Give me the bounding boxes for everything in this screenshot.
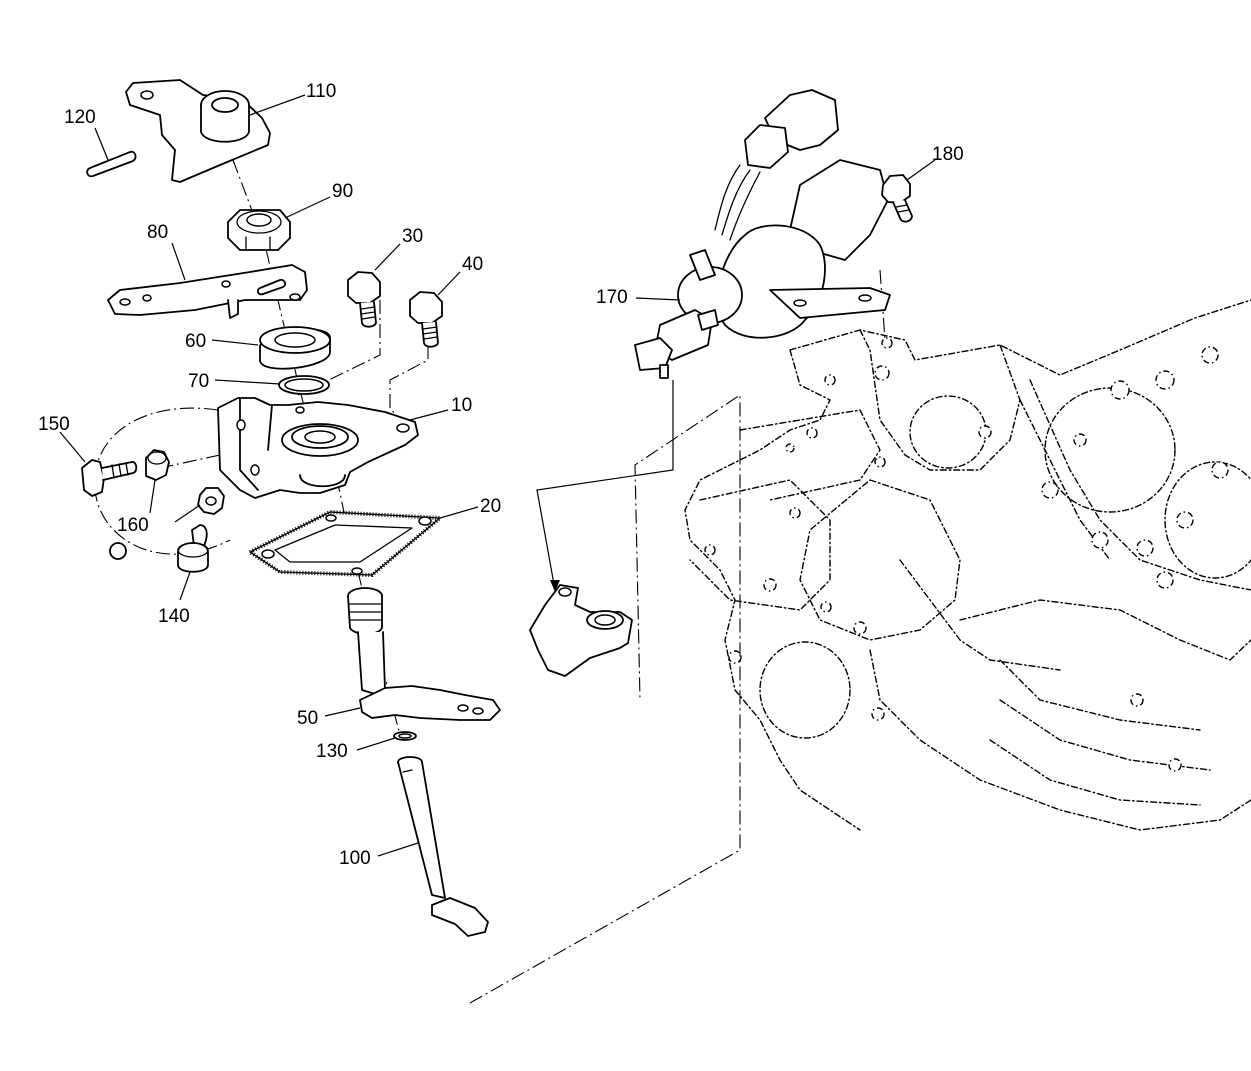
callout-100: 100 — [339, 848, 371, 869]
part-120-pin — [86, 150, 137, 178]
part-70-o-ring — [278, 375, 330, 395]
callout-90: 90 — [332, 181, 353, 202]
callout-150: 150 — [38, 414, 70, 435]
part-40-bolt — [409, 291, 443, 348]
callout-140: 140 — [158, 606, 190, 627]
callout-70: 70 — [188, 371, 209, 392]
callout-40: 40 — [462, 254, 483, 275]
engine-block — [684, 299, 1251, 831]
callout-50: 50 — [297, 708, 318, 729]
part-140-plug — [177, 524, 209, 573]
part-170-solenoid — [634, 89, 891, 379]
part-80-link-plate — [107, 264, 308, 319]
callout-60: 60 — [185, 331, 206, 352]
leader-lines — [59, 94, 936, 857]
callout-20: 20 — [480, 496, 501, 517]
callout-80: 80 — [147, 222, 168, 243]
part-150-bolt — [81, 459, 138, 497]
part-60-oil-seal — [259, 326, 331, 370]
part-110-lever — [125, 79, 271, 183]
part-130-clip — [393, 731, 417, 741]
part-small-nut — [197, 487, 225, 515]
callout-10: 10 — [451, 395, 472, 416]
callout-180: 180 — [932, 144, 964, 165]
callout-labels: 110 120 90 80 30 40 60 70 10 150 160 20 … — [38, 81, 964, 869]
part-100-shaft — [397, 756, 489, 937]
callout-120: 120 — [64, 107, 96, 128]
part-90-nut — [227, 209, 291, 251]
part-160-nut — [145, 449, 170, 481]
callout-160: 160 — [117, 515, 149, 536]
part-20-gasket — [246, 509, 446, 578]
callout-130: 130 — [316, 741, 348, 762]
part-180-bolt — [881, 174, 913, 223]
part-10-housing — [217, 397, 419, 499]
part-small-ball — [109, 542, 127, 560]
governor-lever-part — [529, 584, 633, 677]
part-50-shaft-lever — [347, 587, 501, 721]
part-30-bolt — [347, 271, 381, 328]
callout-110: 110 — [306, 81, 336, 102]
callout-170: 170 — [596, 287, 628, 308]
callout-30: 30 — [402, 226, 423, 247]
